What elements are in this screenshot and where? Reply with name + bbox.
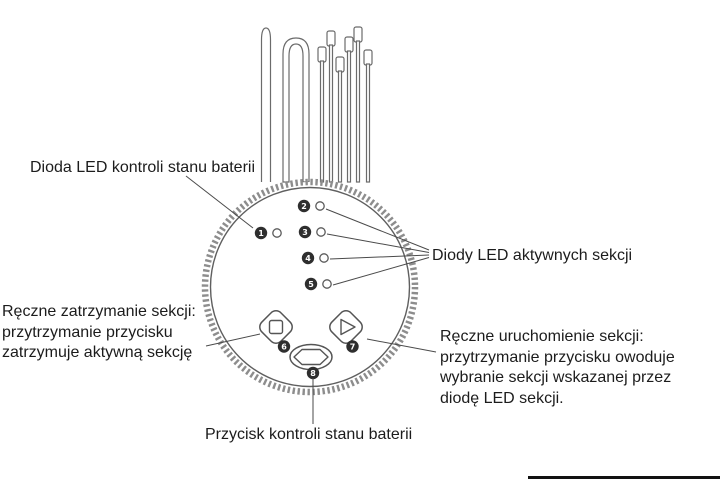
wire-loop bbox=[282, 37, 310, 183]
wire-group-right bbox=[317, 26, 373, 183]
manual-start-label: Ręczne uruchomienie sekcji: przytrzymani… bbox=[440, 328, 675, 407]
section-led-3 bbox=[316, 227, 326, 237]
section-led-2 bbox=[315, 201, 325, 211]
wires bbox=[260, 26, 373, 183]
leader-section-led-4 bbox=[329, 254, 430, 260]
leader-section-led-2 bbox=[325, 208, 430, 251]
stop-button: 6 bbox=[259, 310, 293, 353]
battery-button-icon bbox=[293, 348, 329, 366]
marker-section-led-2: 2 bbox=[297, 199, 325, 213]
svg-text:6: 6 bbox=[281, 342, 287, 351]
section-led-5 bbox=[322, 279, 332, 289]
section-led-4 bbox=[319, 253, 329, 263]
svg-text:8: 8 bbox=[310, 369, 316, 378]
leader-section-led-3 bbox=[326, 233, 430, 253]
marker-section-led-4: 4 bbox=[301, 251, 329, 265]
manual-stop-label: Ręczne zatrzymanie sekcji: przytrzymanie… bbox=[2, 303, 196, 361]
leader-section-led-5 bbox=[332, 257, 430, 286]
svg-text:7: 7 bbox=[350, 342, 356, 351]
svg-text:4: 4 bbox=[305, 254, 311, 263]
start-button: 7 bbox=[329, 310, 363, 353]
battery-led bbox=[272, 228, 282, 238]
marker-section-led-3: 3 bbox=[298, 225, 326, 239]
leader-stop-button bbox=[205, 333, 261, 347]
marker-section-led-5: 5 bbox=[304, 277, 332, 291]
led-indicators: 1 2 3 4 5 bbox=[254, 199, 332, 291]
section-leds-label: Diody LED aktywnych sekcji bbox=[432, 247, 633, 264]
svg-text:3: 3 bbox=[302, 228, 308, 237]
svg-text:1: 1 bbox=[258, 229, 264, 238]
battery-led-label: Dioda LED kontroli stanu baterii bbox=[30, 159, 256, 176]
battery-check-button: 8 bbox=[289, 343, 333, 380]
frame-corner-line bbox=[528, 476, 720, 479]
leader-start-button bbox=[366, 338, 437, 353]
battery-button-label: Przycisk kontroli stanu baterii bbox=[205, 426, 413, 443]
svg-text:2: 2 bbox=[301, 202, 307, 211]
device-buttons: 6 7 8 bbox=[259, 310, 363, 380]
svg-text:5: 5 bbox=[308, 280, 314, 289]
marker-battery-led: 1 bbox=[254, 226, 282, 240]
play-icon bbox=[340, 318, 356, 336]
leader-battery-led bbox=[185, 175, 254, 229]
stop-icon bbox=[268, 319, 284, 335]
wire-probe bbox=[260, 27, 272, 182]
leader-lines bbox=[185, 175, 437, 424]
